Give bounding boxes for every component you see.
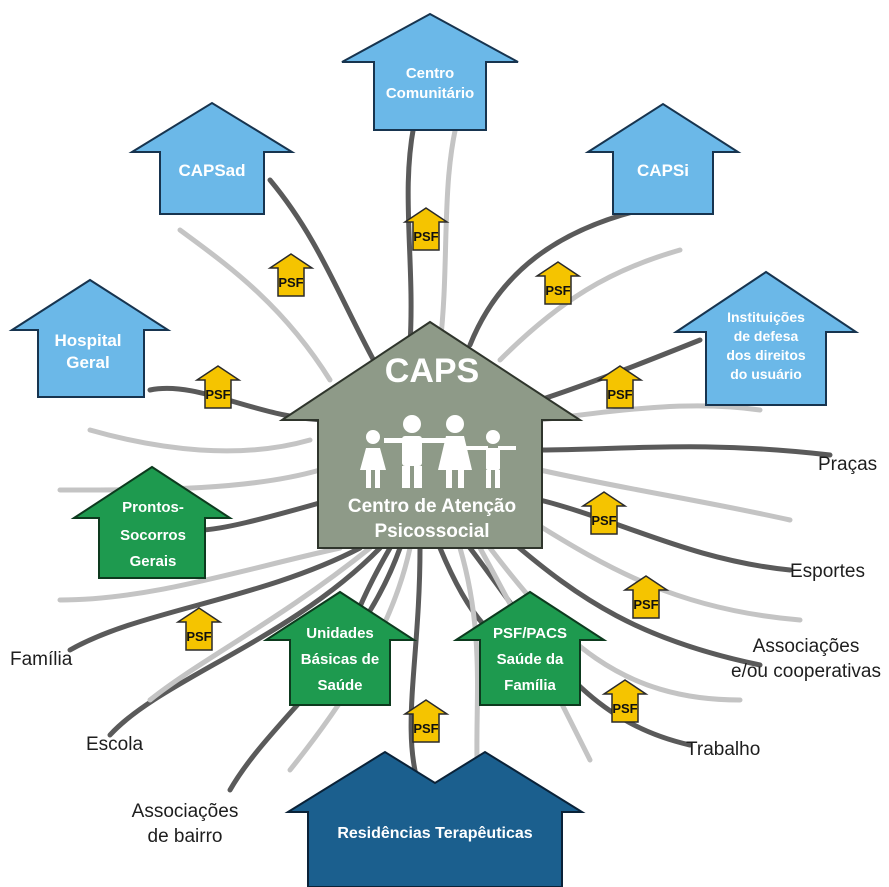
line-associacoes-coop: [507, 537, 763, 668]
house-label: Comunitário: [386, 85, 474, 102]
family-icon: [360, 415, 516, 488]
label-pracas: Praças: [818, 454, 877, 475]
house-psf-pacs: PSF/PACS Saúde da Família: [452, 590, 608, 706]
house-residencias: Residências Terapêuticas: [284, 750, 586, 887]
house-unidades-basicas: Unidades Básicas de Saúde: [262, 590, 418, 706]
house-label: Centro: [406, 65, 454, 82]
house-label: Socorros: [120, 527, 186, 544]
line-capsad: [267, 177, 383, 375]
psf-marker: PSF: [580, 491, 628, 535]
psf-marker: PSF: [596, 365, 644, 409]
psf-label: PSF: [607, 387, 632, 402]
line-escola: [107, 545, 383, 738]
line-esportes: [537, 497, 793, 573]
external-labels: Praças Esportes Associações e/ou coopera…: [10, 454, 881, 847]
label-associacoes-coop-2: e/ou cooperativas: [731, 661, 881, 682]
psf-label: PSF: [612, 701, 637, 716]
house-label: dos direitos: [726, 347, 806, 363]
house-hospital-geral: Hospital Geral: [8, 278, 172, 398]
house-label: Gerais: [130, 553, 177, 570]
house-label: Básicas de: [301, 651, 379, 668]
psf-label: PSF: [205, 387, 230, 402]
caps-subtitle-line1: Centro de Atenção: [348, 496, 516, 517]
label-esportes: Esportes: [790, 561, 865, 582]
line-prontos: [197, 497, 333, 533]
house-label: CAPSad: [178, 161, 245, 180]
psf-label: PSF: [545, 283, 570, 298]
house-centro-comunitario: Centro Comunitário: [341, 12, 519, 131]
house-label: CAPSi: [637, 161, 689, 180]
house-label: Unidades: [306, 625, 374, 642]
psf-marker: PSF: [194, 365, 242, 409]
house-label: Hospital: [54, 331, 121, 350]
line-familia: [67, 545, 363, 653]
house-label: de defesa: [734, 328, 799, 344]
label-associacoes-bairro-2: de bairro: [148, 826, 223, 847]
house-label: Residências Terapêuticas: [337, 825, 532, 842]
label-associacoes-coop-1: Associações: [753, 636, 860, 657]
house-label: Família: [504, 677, 556, 694]
psf-marker: PSF: [601, 679, 649, 723]
psf-marker: PSF: [402, 699, 450, 743]
psf-label: PSF: [278, 275, 303, 290]
house-label: Prontos-: [122, 499, 184, 516]
psf-markers: PSF PSF PSF PSF PSF PSF PSF PSF: [175, 207, 670, 743]
house-label: do usuário: [730, 366, 802, 382]
house-capsi: CAPSi: [584, 102, 742, 215]
line-centro: [405, 117, 418, 348]
psf-marker: PSF: [622, 575, 670, 619]
label-associacoes-bairro-1: Associações: [132, 801, 239, 822]
psf-label: PSF: [591, 513, 616, 528]
house-label: PSF/PACS: [493, 625, 567, 642]
house-instituicoes: Instituições de defesa dos direitos do u…: [672, 270, 860, 406]
house-label: Geral: [66, 353, 109, 372]
psf-label: PSF: [413, 721, 438, 736]
label-trabalho: Trabalho: [686, 739, 760, 760]
house-label: Instituições: [727, 309, 805, 325]
psf-marker: PSF: [175, 607, 223, 651]
label-escola: Escola: [86, 734, 143, 755]
psf-label: PSF: [413, 229, 438, 244]
caps-title: CAPS: [385, 352, 479, 390]
line-pracas: [537, 444, 833, 458]
line-residencias: [408, 545, 423, 793]
house-label: Saúde da: [497, 651, 564, 668]
caps-subtitle-line2: Psicossocial: [374, 521, 489, 542]
psf-marker: PSF: [402, 207, 450, 251]
label-familia: Família: [10, 649, 73, 670]
caps-center-house: CAPS Centro de Atenção Psicossocial: [278, 320, 584, 549]
psf-label: PSF: [633, 597, 658, 612]
psf-marker: PSF: [534, 261, 582, 305]
psf-label: PSF: [186, 629, 211, 644]
house-label: Saúde: [317, 677, 362, 694]
house-capsad: CAPSad: [128, 101, 296, 215]
line-capsi: [467, 207, 643, 348]
psf-marker: PSF: [267, 253, 315, 297]
house-prontos-socorros: Prontos- Socorros Gerais: [70, 465, 234, 579]
